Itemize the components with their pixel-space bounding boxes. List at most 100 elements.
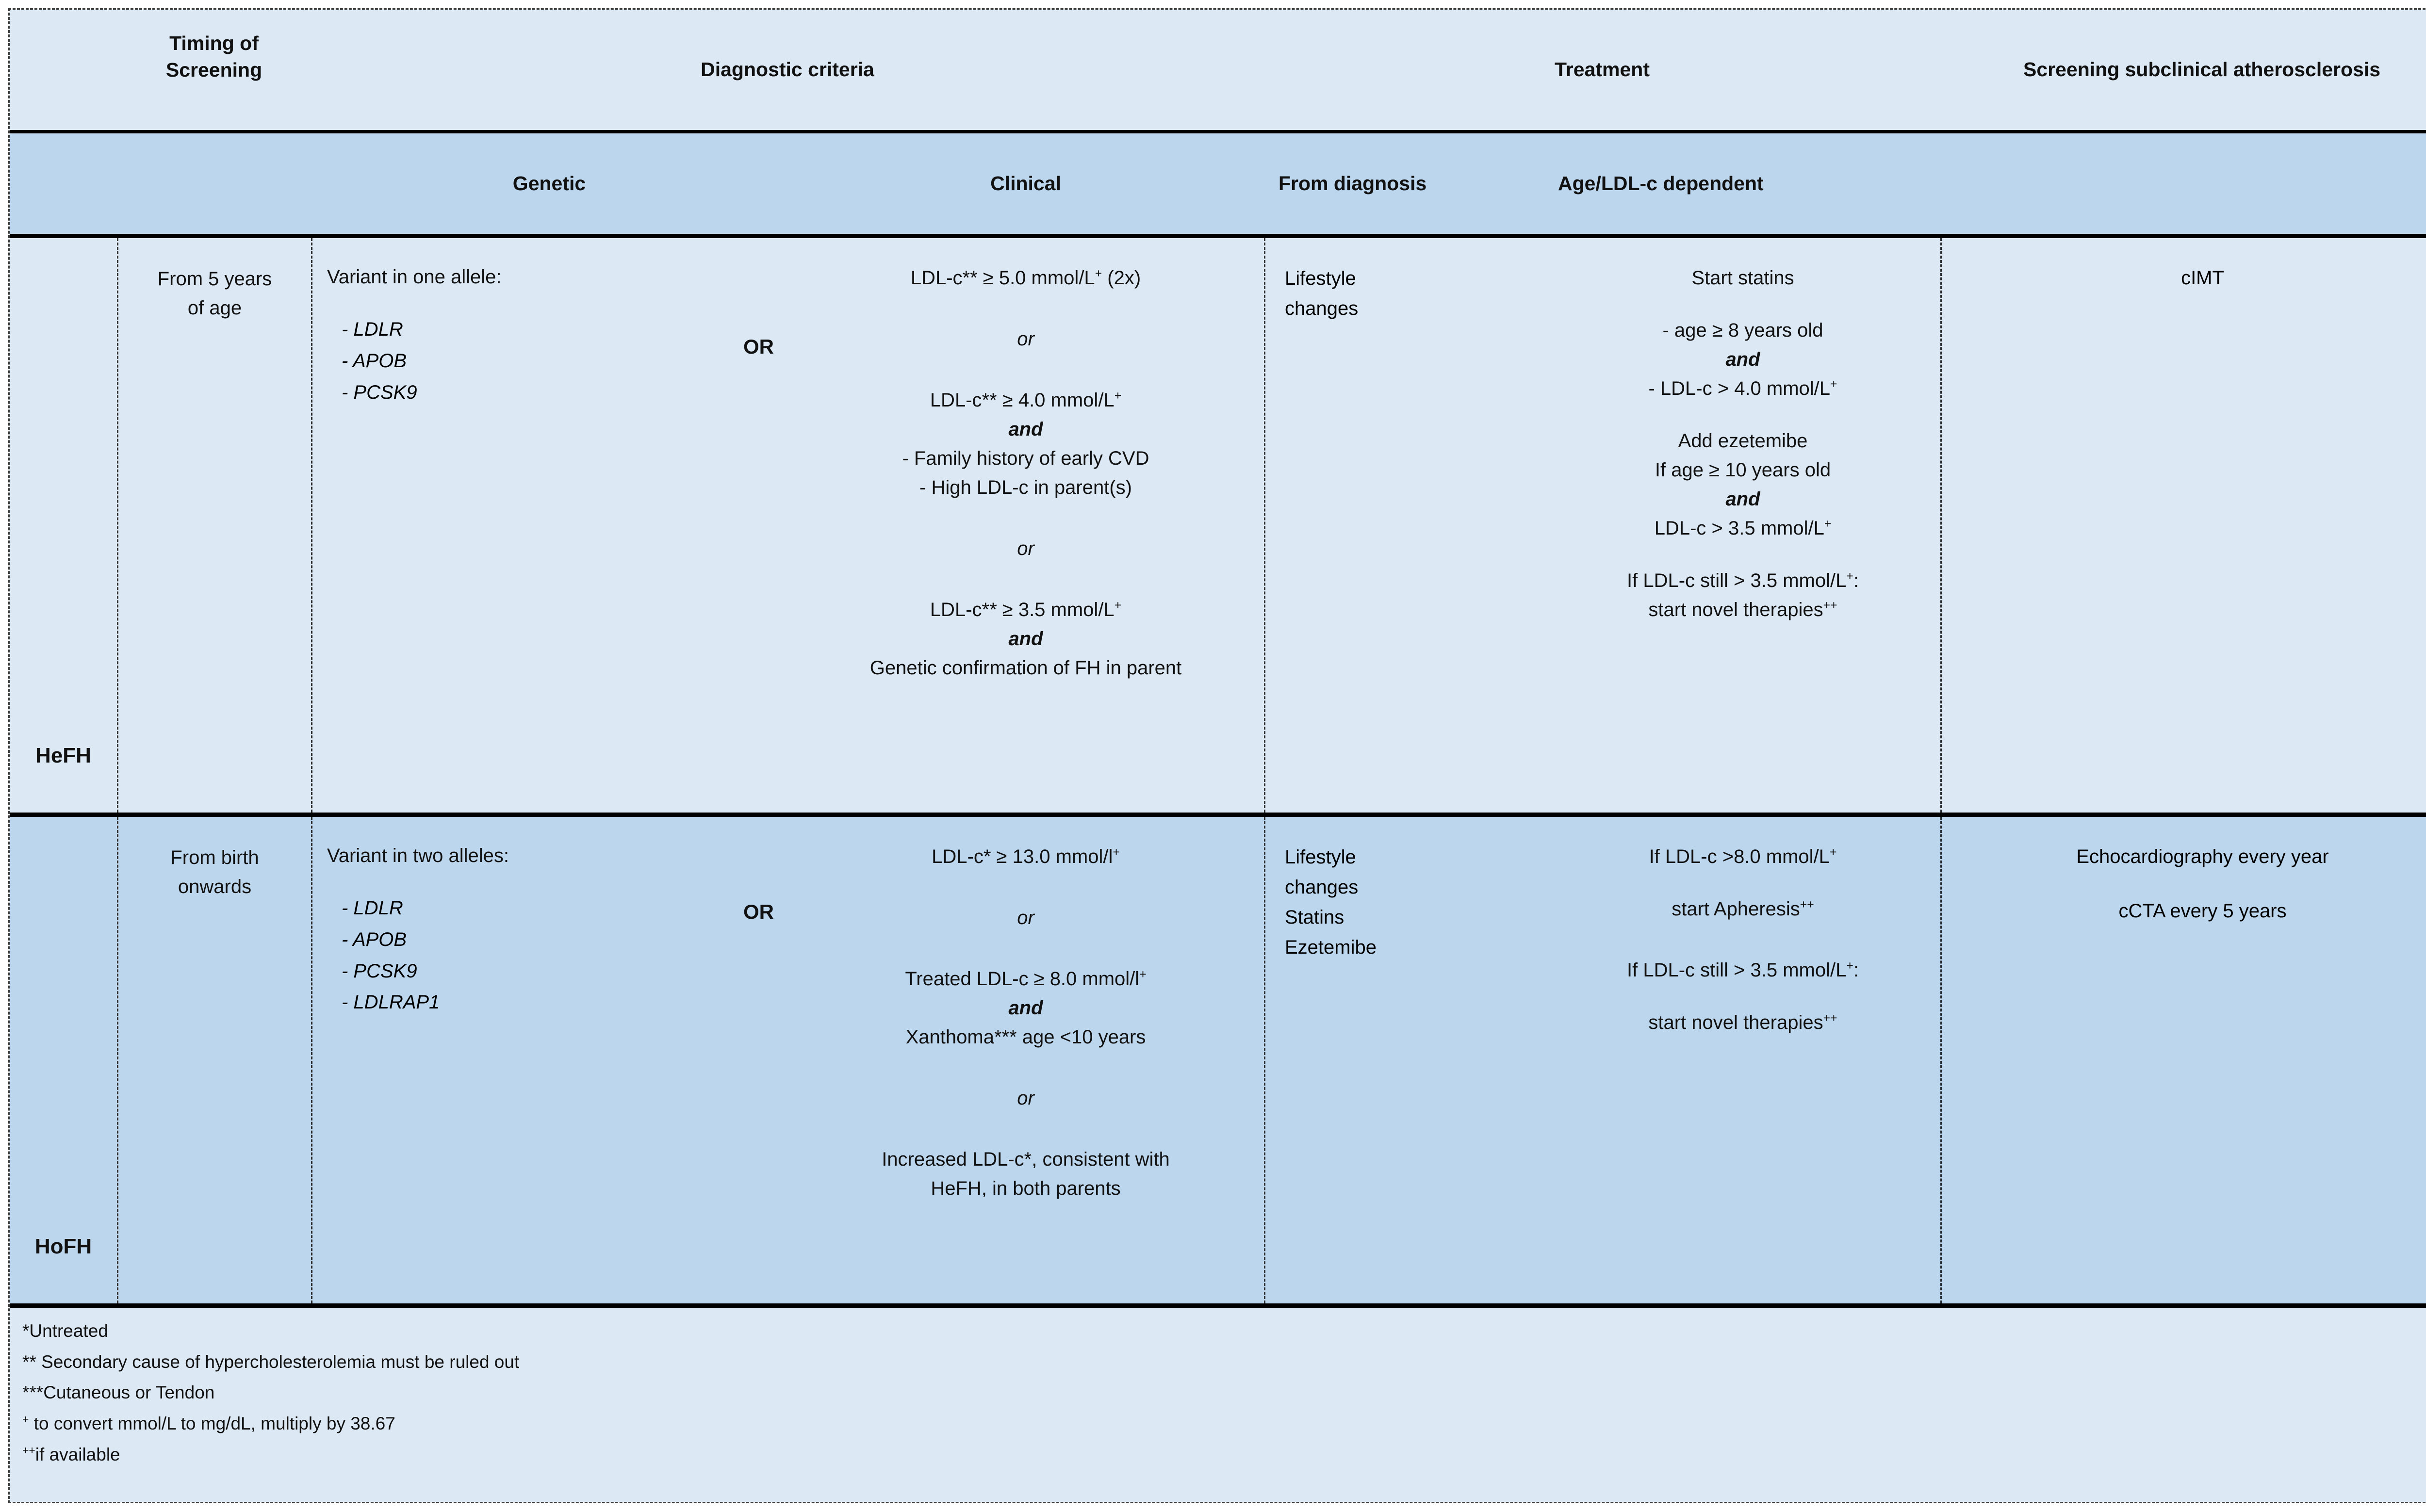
header-screening-subclinical-atherosclerosis: Screening subclinical atherosclerosis — [2023, 58, 2381, 81]
list-item: - PCSK9 — [342, 960, 417, 982]
footnotes-block: *Untreated ** Secondary cause of hyperch… — [10, 1308, 2426, 1502]
double-dagger-sup: ++ — [1823, 599, 1837, 612]
hefh-clinical-line3-text: LDL-c** ≥ 3.5 mmol/L — [930, 599, 1115, 620]
cell-hofh-from-diagnosis: Lifestyle changes Statins Ezetemibe — [1264, 817, 1541, 1303]
list-item: - LDLRAP1 — [342, 992, 440, 1013]
hefh-statins-cond-1: - age ≥ 8 years old — [1662, 320, 1823, 341]
header-diagnostic-criteria: Diagnostic criteria — [701, 58, 874, 81]
hefh-ezetemibe-cond-1: If age ≥ 10 years old — [1655, 459, 1831, 481]
list-item: - LDLR — [342, 897, 403, 919]
cell-hefh-from-diagnosis: Lifestyle changes — [1264, 238, 1541, 813]
hefh-novel-action: start novel therapies++ — [1545, 595, 1940, 624]
hefh-ezetemibe-cond-2-text: LDL-c > 3.5 mmol/L — [1654, 518, 1824, 539]
hefh-clinical-line3: LDL-c** ≥ 3.5 mmol/L+ — [787, 595, 1264, 624]
hofh-gene-list: - LDLR - APOB - PCSK9 - LDLRAP1 — [312, 893, 787, 1018]
cell-hefh-screening: cIMT — [1940, 238, 2426, 813]
footnote-text: Secondary cause of hypercholesterolemia … — [41, 1351, 520, 1372]
hefh-clinical-line2: LDL-c** ≥ 4.0 mmol/L+ — [787, 386, 1264, 415]
hefh-novel-cond: If LDL-c still > 3.5 mmol/L+: — [1545, 566, 1940, 595]
hofh-clinical-line1-text: LDL-c* ≥ 13.0 mmol/l — [932, 846, 1113, 867]
hofh-clinical-line1: LDL-c* ≥ 13.0 mmol/l+ — [787, 842, 1264, 871]
cell-hofh-clinical: LDL-c* ≥ 13.0 mmol/l+ or Treated LDL-c ≥… — [787, 817, 1264, 1303]
footnote-if-available: ++if available — [22, 1439, 2426, 1470]
footnote-text: to convert mmol/L to mg/dL, multiply by … — [29, 1413, 395, 1433]
hefh-clinical-line2-text: LDL-c** ≥ 4.0 mmol/L — [930, 390, 1115, 411]
hefh-clinical-or-1: or — [1017, 328, 1034, 350]
cell-hefh-age-ldl: Start statins - age ≥ 8 years old and - … — [1541, 238, 1940, 813]
list-item: - PCSK9 — [342, 381, 417, 403]
hefh-novel-action-text: start novel therapies — [1648, 599, 1823, 620]
footnote-text: Untreated — [29, 1321, 108, 1341]
footnote-marker: ++ — [22, 1444, 35, 1457]
footnote-marker: * — [22, 1321, 30, 1341]
hefh-statins-cond-2-text: - LDL-c > 4.0 mmol/L — [1648, 378, 1831, 399]
header-row-sub: Genetic Clinical From diagnosis Age/LDL-… — [10, 130, 2426, 238]
hefh-clinical-bullet-1: - Family history of early CVD — [902, 448, 1149, 469]
cell-hefh-clinical: LDL-c** ≥ 5.0 mmol/L+ (2x) or LDL-c** ≥ … — [787, 238, 1264, 813]
hofh-apheresis-action: start Apheresis++ — [1545, 894, 1940, 924]
hofh-genetic-heading: Variant in two alleles: — [327, 845, 509, 866]
header-treatment: Treatment — [1555, 58, 1650, 81]
hofh-clinical-line2: Treated LDL-c ≥ 8.0 mmol/l+ — [787, 964, 1264, 993]
hefh-clinical-and-1: and — [1008, 419, 1043, 440]
header-clinical: Clinical — [990, 172, 1061, 195]
footnote-untreated: *Untreated — [22, 1316, 2426, 1347]
footnote-marker: ** — [22, 1351, 42, 1372]
dagger-sup: + — [1114, 389, 1122, 403]
hefh-screening-item-1: cIMT — [2181, 267, 2224, 289]
hofh-clinical-bullet-1: Xanthoma*** age <10 years — [905, 1026, 1146, 1048]
header-age-ldl-dependent: Age/LDL-c dependent — [1558, 172, 1764, 195]
footnote-unit-conversion: + to convert mmol/L to mg/dL, multiply b… — [22, 1408, 2426, 1439]
hefh-genetic-heading: Variant in one allele: — [327, 266, 502, 288]
hefh-or-connector: OR — [743, 335, 774, 358]
hefh-novel-cond-post: : — [1853, 570, 1859, 591]
footnotes-row: *Untreated ** Secondary cause of hyperch… — [10, 1308, 2426, 1502]
footnote-marker: *** — [22, 1382, 44, 1403]
dagger-sup: + — [1095, 267, 1102, 280]
hofh-novel-cond-post: : — [1853, 959, 1859, 981]
footnote-marker: + — [22, 1413, 29, 1426]
hefh-ezetemibe-and: and — [1725, 488, 1760, 510]
hefh-clinical-tail: Genetic confirmation of FH in parent — [869, 657, 1182, 679]
cell-hofh-timing: From birth onwards — [117, 817, 311, 1303]
list-item: - APOB — [342, 350, 407, 372]
hofh-apheresis-cond-text: If LDL-c >8.0 mmol/L — [1649, 846, 1830, 867]
hefh-novel-cond-text: If LDL-c still > 3.5 mmol/L — [1627, 570, 1847, 591]
cell-hofh-screening: Echocardiography every year cCTA every 5… — [1940, 817, 2426, 1303]
hefh-statins-title: Start statins — [1691, 267, 1794, 289]
hofh-clinical-or-2: or — [1017, 1088, 1034, 1109]
dagger-sup: + — [1846, 569, 1853, 583]
hefh-statins-and: and — [1725, 349, 1760, 370]
footnote-text: Cutaneous or Tendon — [43, 1382, 215, 1403]
hofh-novel-cond-text: If LDL-c still > 3.5 mmol/L — [1627, 959, 1847, 981]
header-sub-blank-timing — [117, 133, 311, 234]
dagger-sup: + — [1114, 599, 1122, 612]
double-dagger-sup: ++ — [1823, 1011, 1837, 1025]
hofh-or-connector: OR — [743, 900, 774, 923]
header-sub-blank-label — [10, 133, 117, 234]
footnote-text: if available — [35, 1444, 120, 1464]
dagger-sup: + — [1139, 968, 1147, 981]
list-item: - APOB — [342, 928, 407, 950]
hofh-novel-action: start novel therapies++ — [1545, 1008, 1940, 1037]
criteria-table: Timing of Screening Diagnostic criteria … — [8, 8, 2426, 1503]
hefh-ezetemibe-cond-2: LDL-c > 3.5 mmol/L+ — [1545, 514, 1940, 543]
table-row: HeFH From 5 years of age Variant in one … — [10, 238, 2426, 817]
hofh-screening-item-2: cCTA every 5 years — [2118, 900, 2287, 922]
dagger-sup: + — [1830, 377, 1837, 391]
list-item: - LDLR — [342, 319, 403, 340]
hefh-clinical-line1: LDL-c** ≥ 5.0 mmol/L+ (2x) — [787, 263, 1264, 293]
hefh-ezetemibe-title: Add ezetemibe — [1678, 430, 1808, 452]
header-timing-of-screening: Timing of Screening — [165, 32, 262, 81]
dagger-sup: + — [1824, 517, 1832, 531]
header-from-diagnosis: From diagnosis — [1279, 172, 1427, 195]
hofh-clinical-or-1: or — [1017, 907, 1034, 928]
header-row-top: Timing of Screening Diagnostic criteria … — [10, 10, 2426, 130]
hefh-clinical-line1-post: (2x) — [1102, 267, 1141, 289]
table-row: HoFH From birth onwards Variant in two a… — [10, 817, 2426, 1308]
hofh-novel-action-text: start novel therapies — [1648, 1012, 1823, 1033]
hofh-clinical-line2-text: Treated LDL-c ≥ 8.0 mmol/l — [905, 968, 1140, 990]
hefh-statins-cond-2: - LDL-c > 4.0 mmol/L+ — [1545, 374, 1940, 403]
dagger-sup: + — [1113, 845, 1120, 859]
